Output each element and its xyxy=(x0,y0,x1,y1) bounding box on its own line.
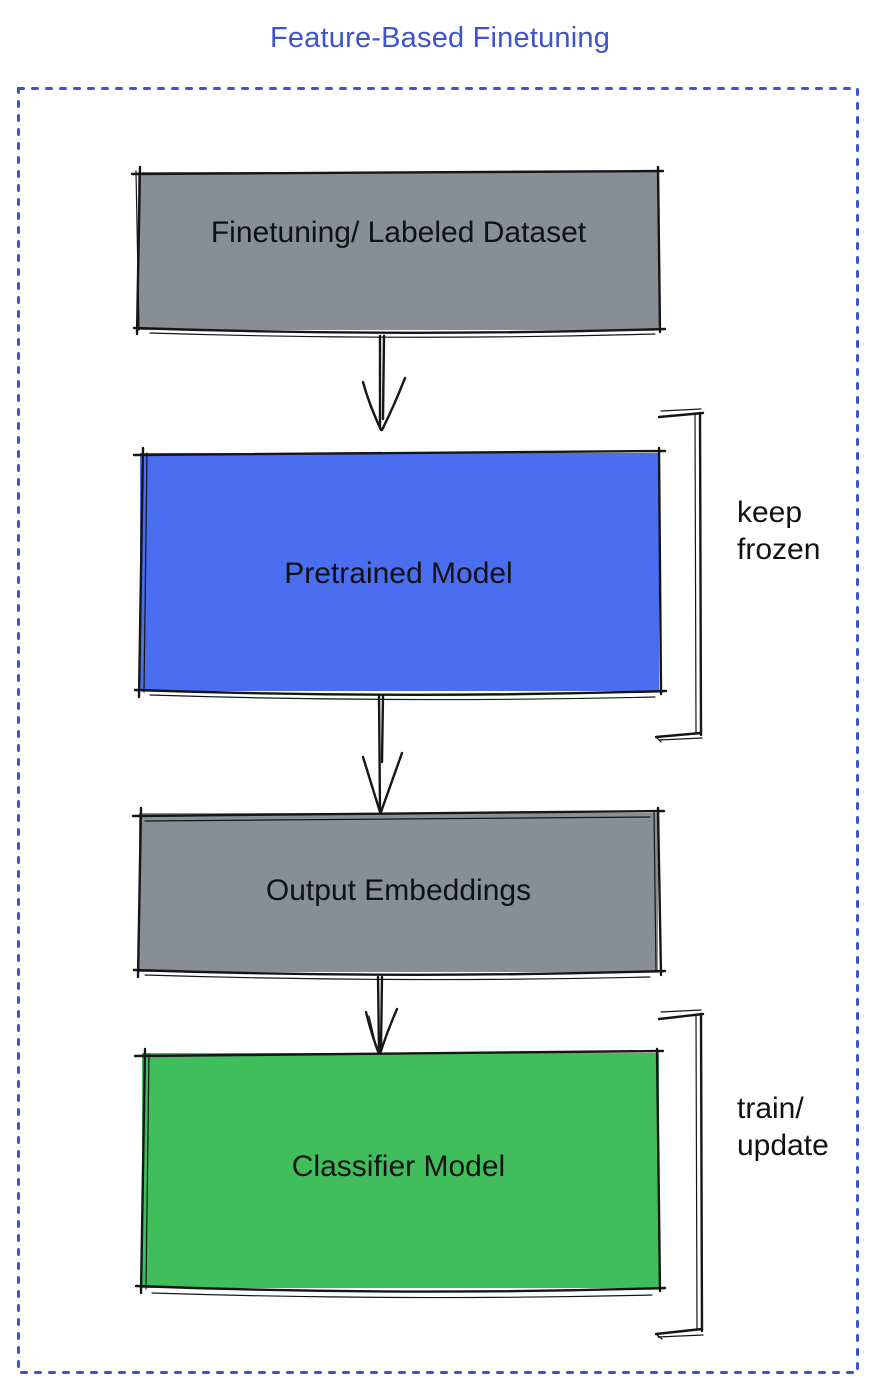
dataset-box-label: Finetuning/ Labeled Dataset xyxy=(210,216,587,249)
train-update-bracket xyxy=(654,1009,705,1340)
train-update-annotation: train/ update xyxy=(737,1092,829,1162)
embeddings-box-label: Output Embeddings xyxy=(265,874,532,907)
arrow-pretrained-to-embeddings xyxy=(361,693,404,814)
embeddings-box-border xyxy=(131,806,667,981)
dotted-frame xyxy=(17,87,859,1374)
arrow-embeddings-to-classifier xyxy=(364,975,399,1056)
pretrained-box-label: Pretrained Model xyxy=(284,557,513,590)
classifier-box-border xyxy=(133,1047,667,1299)
classifier-box-label: Classifier Model xyxy=(291,1150,506,1183)
classifier-box xyxy=(142,1053,659,1288)
dataset-box xyxy=(138,172,659,330)
keep-frozen-bracket xyxy=(654,408,705,743)
pretrained-box-border xyxy=(132,446,668,701)
arrow-dataset-to-pretrained xyxy=(361,334,407,432)
diagram-title: Feature-Based Finetuning xyxy=(269,22,611,54)
pretrained-box xyxy=(140,453,659,691)
keep-frozen-annotation: keep frozen xyxy=(737,496,821,566)
embeddings-box xyxy=(139,813,658,972)
dataset-box-border xyxy=(130,165,667,338)
